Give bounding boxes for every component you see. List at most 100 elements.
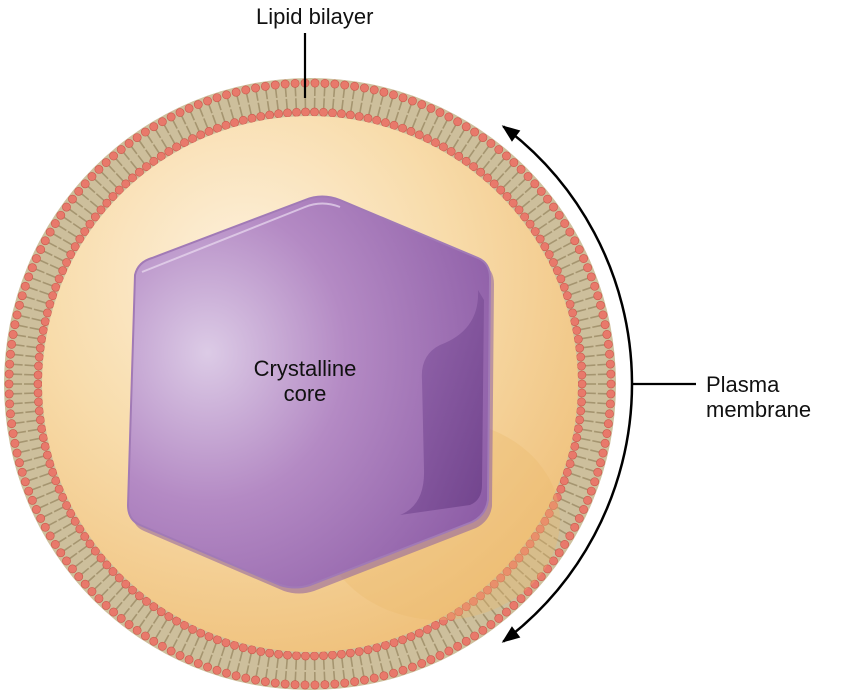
lipid-tail xyxy=(575,268,585,274)
lipid-head xyxy=(478,133,488,142)
lipid-tail xyxy=(509,186,518,195)
lipid-head xyxy=(576,406,586,416)
lipid-tail xyxy=(411,639,417,650)
lipid-tail xyxy=(155,129,162,139)
lipid-tail xyxy=(571,259,581,265)
lipid-tail xyxy=(115,158,123,167)
lipid-head xyxy=(121,179,131,189)
lipid-head xyxy=(461,122,471,132)
lipid-tail xyxy=(576,455,587,460)
lipid-tail xyxy=(211,643,217,654)
lipid-head xyxy=(175,651,185,660)
lipid-head xyxy=(590,281,600,291)
lipid-head xyxy=(340,80,350,90)
lipid-head xyxy=(35,415,45,425)
lipid-head xyxy=(124,139,134,148)
lipid-tail xyxy=(274,88,278,99)
lipid-head xyxy=(574,514,584,523)
lipid-head xyxy=(4,379,14,389)
lipid-head xyxy=(603,419,613,429)
lipid-tail xyxy=(255,91,259,101)
lipid-head xyxy=(461,636,471,646)
lipid-head xyxy=(565,459,575,469)
lipid-tail xyxy=(101,171,109,180)
lipid-head xyxy=(605,409,614,419)
lipid-tail xyxy=(407,654,412,664)
lipid-tail xyxy=(403,643,409,654)
lipid-tail xyxy=(331,98,335,110)
lipid-head xyxy=(360,83,369,93)
lipid-head xyxy=(300,680,310,690)
lipid-tail xyxy=(442,120,448,129)
lipid-tail xyxy=(587,458,597,463)
lipid-tail xyxy=(189,647,196,657)
lipid-tail xyxy=(536,560,545,568)
lipid-tail xyxy=(496,173,505,182)
lipid-head xyxy=(109,607,118,617)
lipid-head xyxy=(476,167,485,177)
lipid-head xyxy=(8,429,18,438)
lipid-tail xyxy=(31,317,42,322)
lipid-head xyxy=(572,325,582,335)
lipid-head xyxy=(381,640,390,650)
lipid-head xyxy=(586,272,596,282)
lipid-tail xyxy=(130,160,138,170)
lipid-head xyxy=(90,546,100,556)
lipid-tail xyxy=(226,98,231,108)
lipid-tail xyxy=(560,264,571,270)
lipid-tail xyxy=(39,503,49,509)
lipid-head xyxy=(203,662,212,672)
lipid-head xyxy=(101,601,111,610)
lipid-head xyxy=(188,624,197,634)
lipid-head xyxy=(319,107,328,117)
lipid-tail xyxy=(583,419,594,423)
lipid-head xyxy=(166,646,176,656)
lipid-head xyxy=(135,167,144,177)
lipid-tail xyxy=(596,411,606,415)
lipid-head xyxy=(320,680,330,690)
lipid-tail xyxy=(582,286,592,292)
core-highlight-edge xyxy=(141,202,341,273)
lipid-tail xyxy=(562,241,572,248)
lipid-head xyxy=(180,620,189,630)
lipid-head xyxy=(530,579,540,589)
lipid-tail xyxy=(276,99,279,110)
lipid-tail xyxy=(226,660,231,670)
lipid-tail xyxy=(29,326,40,331)
lipid-tail xyxy=(521,560,531,568)
lipid-head xyxy=(238,115,248,125)
lipid-tail xyxy=(23,458,33,463)
lipid-head xyxy=(540,242,550,252)
lipid-tail xyxy=(58,536,67,543)
lipid-tail xyxy=(350,656,354,667)
lipid-tail xyxy=(203,118,209,129)
lipid-tail xyxy=(474,619,482,628)
lipid-head xyxy=(40,522,50,532)
lipid-head xyxy=(577,370,587,380)
lipid-tail xyxy=(564,272,575,279)
lipid-head xyxy=(408,96,417,106)
lipid-head xyxy=(494,614,504,623)
lipid-head xyxy=(444,646,454,656)
lipid-head xyxy=(193,100,203,109)
lipid-head xyxy=(15,300,24,310)
lipid-tail xyxy=(108,595,116,604)
lipid-head xyxy=(247,113,257,123)
lipid-tail xyxy=(53,506,64,513)
lipid-tail xyxy=(482,146,490,155)
lipid-head xyxy=(172,616,182,626)
lipid-head xyxy=(525,539,535,549)
lipid-head xyxy=(74,186,84,196)
lipid-tail xyxy=(67,230,77,238)
lipid-tail xyxy=(266,101,270,112)
lipid-head xyxy=(350,677,360,687)
lipid-head xyxy=(576,352,586,362)
lipid-tail xyxy=(48,520,58,527)
lipid-head xyxy=(565,227,575,237)
lipid-head xyxy=(142,162,151,172)
lipid-head xyxy=(74,572,84,582)
lipid-tail xyxy=(385,109,391,120)
lipid-head xyxy=(577,397,586,407)
lipid-head xyxy=(10,320,20,330)
lipid-head xyxy=(35,343,45,353)
